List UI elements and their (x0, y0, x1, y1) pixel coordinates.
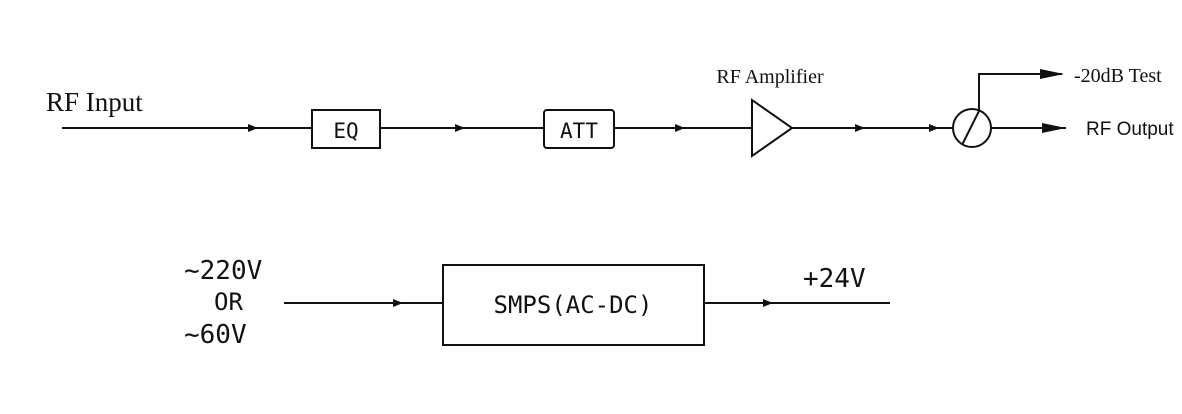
rf-output-label: RF Output (1086, 119, 1174, 140)
test-port-label: -20dB Test (1074, 65, 1162, 87)
test-port-arrow (1040, 69, 1064, 79)
test-tap-line (978, 73, 1062, 111)
power-arrow-2 (763, 299, 773, 307)
rf-amplifier-label: RF Amplifier (716, 66, 824, 88)
signal-arrow-1 (248, 124, 258, 132)
rf-input-label: RF Input (46, 87, 143, 117)
signal-arrow-4 (855, 124, 865, 132)
power-input-line-1: ~220V (184, 256, 262, 286)
smps-block (442, 264, 705, 346)
smps-label: SMPS(AC-DC) (494, 291, 653, 319)
coupler-tap-diagonal (961, 110, 980, 146)
power-input-line-2: OR (214, 288, 243, 316)
power-arrow-1 (393, 299, 403, 307)
att-label: ATT (560, 119, 598, 143)
rf-amplifier-triangle (751, 98, 794, 158)
signal-arrow-3 (675, 124, 685, 132)
coupler-circle (952, 108, 992, 148)
rf-output-arrow (1042, 123, 1066, 133)
eq-label: EQ (333, 119, 358, 143)
signal-arrow-2 (455, 124, 465, 132)
power-output-label: +24V (803, 264, 866, 294)
power-input-line-3: ~60V (184, 320, 247, 350)
signal-arrow-5 (929, 124, 939, 132)
